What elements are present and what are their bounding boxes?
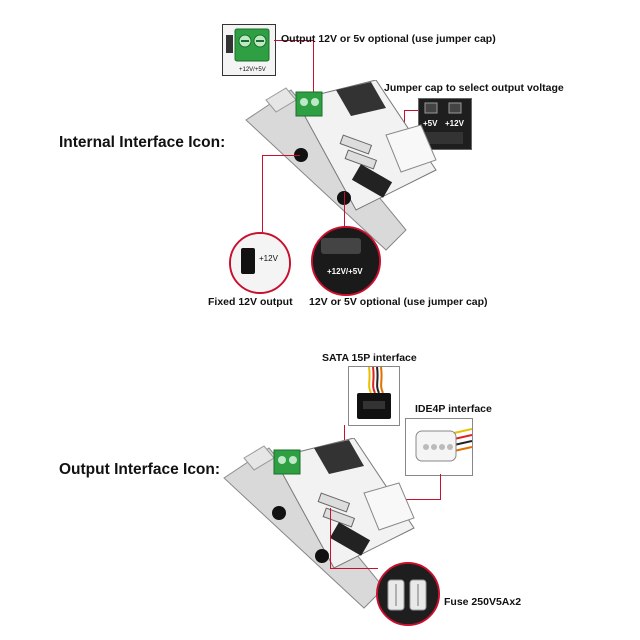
fixed-12v-circle: +12V [229, 232, 291, 294]
optional-output-circle: +12V/+5V [311, 226, 381, 296]
leader-line [313, 40, 314, 92]
jumper-cap-callout: Jumper cap to select output voltage [384, 82, 564, 94]
output-interface-heading: Output Interface Icon: [59, 461, 221, 478]
internal-interface-heading: Internal Interface Icon: [59, 134, 226, 151]
ide-connector-icon [406, 419, 472, 475]
jumper-12v-text: +12V [445, 119, 465, 128]
internal-board-image [245, 80, 437, 251]
ide-connector-thumbnail [405, 418, 473, 476]
jumper-5v-text: +5V [423, 119, 438, 128]
leader-line [440, 474, 441, 500]
leader-line [262, 155, 263, 237]
leader-line [404, 110, 418, 111]
leader-line [344, 192, 345, 232]
sata-interface-label: SATA 15P interface [322, 352, 417, 364]
leader-line [330, 508, 331, 568]
fixed-12v-thumb-text: +12V [259, 254, 279, 263]
optional-output-label: 12V or 5V optional (use jumper cap) [309, 296, 488, 308]
leader-line [262, 155, 300, 156]
terminal-block-icon: +12V/+5V [223, 25, 275, 75]
fuse-circle [376, 562, 440, 626]
sata-connector-icon [349, 367, 399, 425]
terminal-thumb-text: +12V/+5V [239, 67, 266, 73]
optional-port-icon: +12V/+5V [313, 228, 379, 294]
optional-thumb-text: +12V/+5V [327, 267, 363, 276]
fixed-12v-port-icon: +12V [231, 234, 289, 292]
leader-line [330, 568, 378, 569]
fuse-icon [378, 564, 438, 624]
terminal-block-thumbnail: +12V/+5V [222, 24, 276, 76]
ide-interface-label: IDE4P interface [415, 403, 492, 415]
fuse-label: Fuse 250V5Ax2 [444, 596, 522, 608]
leader-line [274, 40, 314, 41]
sata-connector-thumbnail [348, 366, 400, 426]
output-optional-callout: Output 12V or 5v optional (use jumper ca… [281, 33, 496, 45]
leader-line [382, 499, 441, 500]
fixed-12v-label: Fixed 12V output [208, 296, 293, 308]
